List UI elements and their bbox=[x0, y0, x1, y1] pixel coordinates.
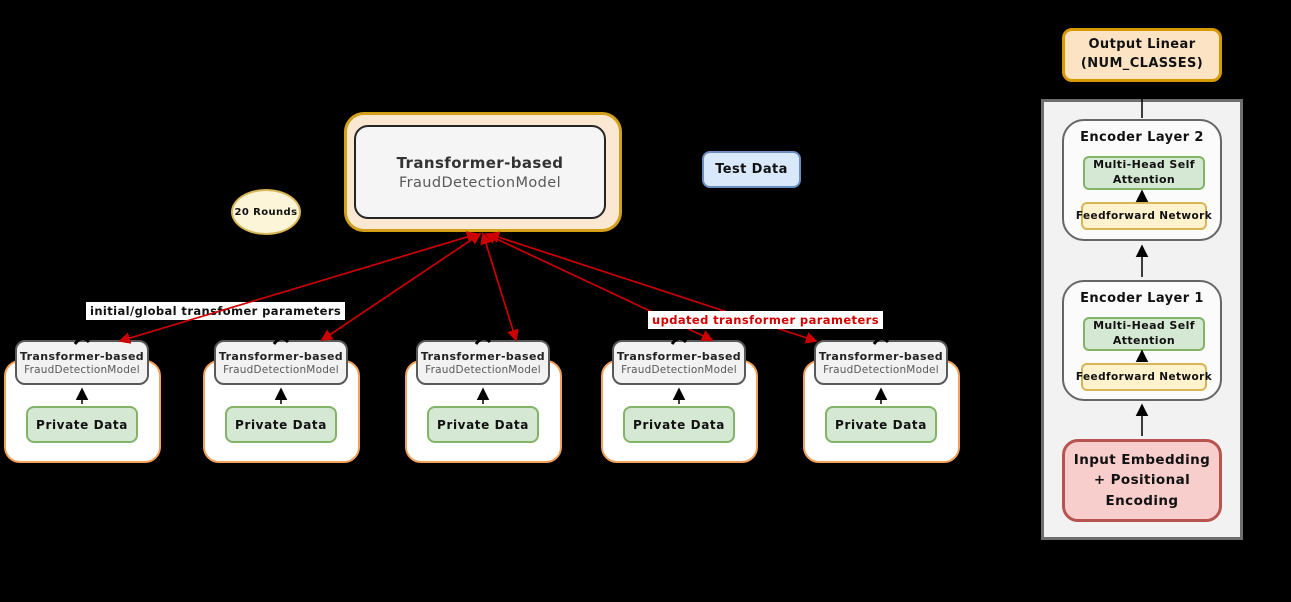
feedforward-network-box: Feedforward Network bbox=[1076, 363, 1212, 391]
private-data-box: Private Data bbox=[427, 406, 539, 443]
private-data-box: Private Data bbox=[26, 406, 138, 443]
multi-head-attention-box: Multi-Head Self Attention bbox=[1083, 156, 1205, 190]
client-model-subtitle: FraudDetectionModel bbox=[621, 363, 737, 376]
private-data-box: Private Data bbox=[623, 406, 735, 443]
client-node-5: Transformer-based FraudDetectionModel Pr… bbox=[803, 340, 960, 463]
global-model-box: Transformer-based FraudDetectionModel bbox=[354, 125, 606, 219]
private-data-box: Private Data bbox=[225, 406, 337, 443]
initial-parameters-label: initial/global transfomer parameters bbox=[86, 302, 346, 320]
test-data-box: Test Data bbox=[702, 151, 801, 188]
encoder-layer-1-box: Encoder Layer 1 Multi-Head Self Attentio… bbox=[1062, 280, 1222, 401]
encoder-layer-2-box: Encoder Layer 2 Multi-Head Self Attentio… bbox=[1062, 119, 1222, 241]
client-model-title: Transformer-based bbox=[818, 349, 944, 363]
red-arrow-client-2 bbox=[320, 233, 482, 341]
client-model-subtitle: FraudDetectionModel bbox=[823, 363, 939, 376]
multi-head-attention-box: Multi-Head Self Attention bbox=[1083, 317, 1205, 351]
client-model-subtitle: FraudDetectionModel bbox=[425, 363, 541, 376]
input-embedding-box: Input Embedding + Positional Encoding bbox=[1062, 439, 1222, 522]
client-model-box: Transformer-based FraudDetectionModel bbox=[814, 340, 948, 385]
encoder-layer-title: Encoder Layer 1 bbox=[1080, 291, 1204, 306]
client-model-subtitle: FraudDetectionModel bbox=[223, 363, 339, 376]
client-model-box: Transformer-based FraudDetectionModel bbox=[214, 340, 348, 385]
updated-parameters-label: updated transformer parameters bbox=[648, 311, 883, 329]
global-model-subtitle: FraudDetectionModel bbox=[398, 174, 562, 191]
client-model-title: Transformer-based bbox=[420, 349, 546, 363]
client-model-box: Transformer-based FraudDetectionModel bbox=[416, 340, 550, 385]
client-node-4: Transformer-based FraudDetectionModel Pr… bbox=[601, 340, 758, 463]
client-model-title: Transformer-based bbox=[218, 349, 344, 363]
client-node-3: Transformer-based FraudDetectionModel Pr… bbox=[405, 340, 562, 463]
client-node-2: Transformer-based FraudDetectionModel Pr… bbox=[203, 340, 360, 463]
red-arrow-client-1 bbox=[118, 231, 479, 344]
red-arrow-client-3 bbox=[480, 232, 519, 342]
client-model-box: Transformer-based FraudDetectionModel bbox=[612, 340, 746, 385]
private-data-box: Private Data bbox=[825, 406, 937, 443]
client-model-subtitle: FraudDetectionModel bbox=[24, 363, 140, 376]
client-model-title: Transformer-based bbox=[616, 349, 742, 363]
feedforward-network-box: Feedforward Network bbox=[1076, 202, 1212, 230]
client-node-1: Transformer-based FraudDetectionModel Pr… bbox=[4, 340, 161, 463]
client-model-box: Transformer-based FraudDetectionModel bbox=[15, 340, 149, 385]
output-linear-box: Output Linear (NUM_CLASSES) bbox=[1062, 28, 1222, 82]
encoder-layer-title: Encoder Layer 2 bbox=[1080, 130, 1204, 145]
global-model-title: Transformer-based bbox=[396, 153, 564, 172]
rounds-badge: 20 Rounds bbox=[231, 189, 301, 235]
client-model-title: Transformer-based bbox=[19, 349, 145, 363]
